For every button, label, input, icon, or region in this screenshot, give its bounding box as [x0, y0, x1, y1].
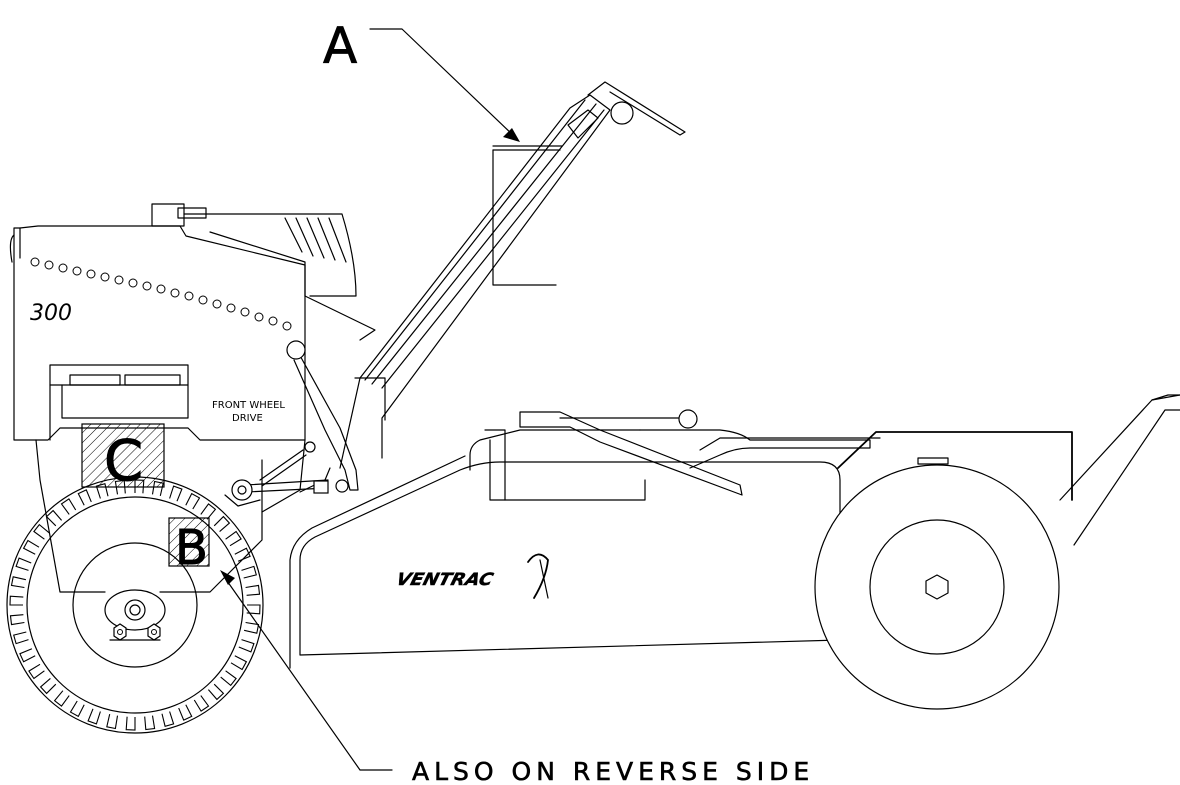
rivet-row [30, 257, 292, 331]
tread-tooth [169, 485, 183, 502]
tread-tooth [87, 708, 101, 725]
tread-tooth [125, 716, 136, 731]
tread-tooth [234, 547, 251, 562]
tread-tooth [238, 639, 255, 653]
callout-reverse-group: ALSO ON REVERSE SIDE [220, 570, 814, 785]
tread-tooth [19, 648, 36, 663]
callout-c: C [104, 429, 143, 494]
tread-tooth [9, 614, 25, 626]
rear-wheel [814, 457, 1060, 710]
decal-location-b: B [168, 517, 210, 577]
tread-tooth [243, 621, 260, 634]
tread-tooth [10, 576, 27, 589]
tread-tooth [22, 539, 40, 555]
tread-tooth [225, 530, 242, 547]
tread-tooth [213, 515, 231, 533]
tread-tooth [207, 683, 225, 701]
tread-tooth [241, 565, 257, 579]
tread-tooth [13, 631, 29, 645]
leader-line-b [224, 577, 393, 771]
ventrac-logo-decal: VENTRAC [394, 553, 549, 599]
mower-deck [289, 394, 1180, 669]
tread-tooth [178, 704, 193, 721]
lift-arm [339, 81, 686, 469]
reverse-side-note: ALSO ON REVERSE SIDE [412, 757, 814, 785]
callout-a-letter: A [323, 17, 357, 75]
callout-b: B [175, 520, 208, 576]
tread-tooth [39, 677, 57, 695]
tread-tooth [220, 670, 237, 687]
leader-arrow-a [503, 128, 520, 142]
callout-a-group: A [323, 17, 520, 142]
tread-tooth [33, 523, 50, 540]
leader-line-a [369, 28, 516, 138]
tread-tooth [230, 655, 248, 671]
leader-arrow-b [220, 570, 235, 585]
drive-linkage [224, 340, 359, 507]
tread-tooth [185, 492, 201, 510]
tread-tooth [144, 715, 156, 731]
tread-tooth [9, 595, 24, 606]
tread-tooth [193, 695, 210, 712]
tread-tooth [60, 498, 77, 515]
tread-tooth [245, 584, 261, 596]
tread-tooth [45, 509, 63, 527]
tread-tooth [106, 713, 119, 730]
ventrac-logo-text: VENTRAC [394, 570, 496, 590]
tread-tooth [200, 503, 217, 520]
tread-tooth [77, 489, 92, 506]
tread-tooth [53, 690, 70, 707]
decal-location-c: C [81, 423, 165, 495]
front-wheel-drive-line2: DRIVE [232, 413, 263, 424]
model-number-decal: 300 [30, 301, 72, 326]
tread-tooth [15, 557, 32, 571]
tread-tooth [246, 604, 261, 615]
tread-tooth [161, 711, 175, 727]
tread-tooth [28, 663, 45, 680]
front-wheel-drive-line1: FRONT WHEEL [212, 400, 285, 411]
front-wheel [6, 476, 264, 734]
tread-tooth [69, 700, 85, 718]
engine-housing: 300 FRONT WHEEL DRIVE [9, 203, 376, 593]
